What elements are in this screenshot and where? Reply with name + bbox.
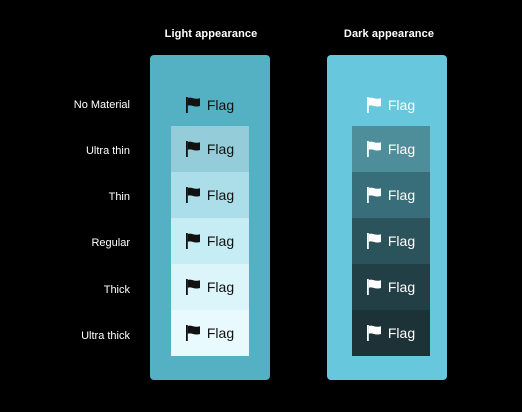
- light-appearance-panel: Flag Flag Flag Flag Flag Flag: [150, 55, 270, 380]
- flag-icon: [366, 187, 381, 203]
- light-ultra-thin-sample: Flag: [171, 126, 249, 172]
- row-label-thin: Thin: [108, 191, 130, 203]
- row-label-ultra-thick: Ultra thick: [81, 330, 130, 342]
- flag-icon: [185, 233, 200, 249]
- dark-ultra-thick-sample: Flag: [352, 310, 430, 356]
- flag-label: Flag: [387, 187, 416, 203]
- light-regular-swatch: Flag: [171, 218, 249, 264]
- flag-icon: [185, 279, 200, 295]
- flag-label: Flag: [206, 187, 235, 203]
- dark-thin-sample: Flag: [352, 172, 430, 218]
- light-thick-swatch: Flag: [171, 264, 249, 310]
- flag-icon: [185, 187, 200, 203]
- flag-icon: [185, 97, 200, 113]
- flag-icon: [366, 279, 381, 295]
- flag-label: Flag: [387, 325, 416, 341]
- light-no-material-swatch: Flag: [171, 82, 249, 128]
- dark-thick-swatch: Flag: [352, 264, 430, 310]
- dark-regular-swatch: Flag: [352, 218, 430, 264]
- flag-label: Flag: [206, 141, 235, 157]
- flag-label: Flag: [206, 279, 235, 295]
- flag-label: Flag: [387, 279, 416, 295]
- dark-no-material-sample: Flag: [352, 82, 430, 128]
- light-ultra-thin-swatch: Flag: [171, 126, 249, 172]
- dark-appearance-header: Dark appearance: [343, 28, 435, 40]
- light-appearance-header: Light appearance: [164, 28, 258, 40]
- dark-regular-sample: Flag: [352, 218, 430, 264]
- row-label-regular: Regular: [91, 237, 130, 249]
- flag-label: Flag: [387, 141, 416, 157]
- dark-ultra-thin-sample: Flag: [352, 126, 430, 172]
- light-no-material-sample: Flag: [171, 82, 249, 128]
- flag-label: Flag: [387, 233, 416, 249]
- flag-icon: [366, 141, 381, 157]
- flag-icon: [185, 325, 200, 341]
- light-regular-sample: Flag: [171, 218, 249, 264]
- dark-thin-swatch: Flag: [352, 172, 430, 218]
- light-thin-swatch: Flag: [171, 172, 249, 218]
- flag-label: Flag: [206, 97, 235, 113]
- light-thick-sample: Flag: [171, 264, 249, 310]
- dark-thick-sample: Flag: [352, 264, 430, 310]
- row-label-no-material: No Material: [73, 99, 130, 111]
- light-ultra-thick-sample: Flag: [171, 310, 249, 356]
- dark-appearance-panel: Flag Flag Flag Flag Flag Flag: [327, 55, 447, 380]
- dark-ultra-thin-swatch: Flag: [352, 126, 430, 172]
- flag-label: Flag: [206, 325, 235, 341]
- flag-icon: [185, 141, 200, 157]
- flag-icon: [366, 325, 381, 341]
- dark-ultra-thick-swatch: Flag: [352, 310, 430, 356]
- row-label-thick: Thick: [103, 284, 130, 296]
- flag-icon: [366, 233, 381, 249]
- flag-label: Flag: [206, 233, 235, 249]
- flag-icon: [366, 97, 381, 113]
- row-label-ultra-thin: Ultra thin: [85, 145, 130, 157]
- dark-no-material-swatch: Flag: [352, 82, 430, 128]
- light-ultra-thick-swatch: Flag: [171, 310, 249, 356]
- light-thin-sample: Flag: [171, 172, 249, 218]
- flag-label: Flag: [387, 97, 416, 113]
